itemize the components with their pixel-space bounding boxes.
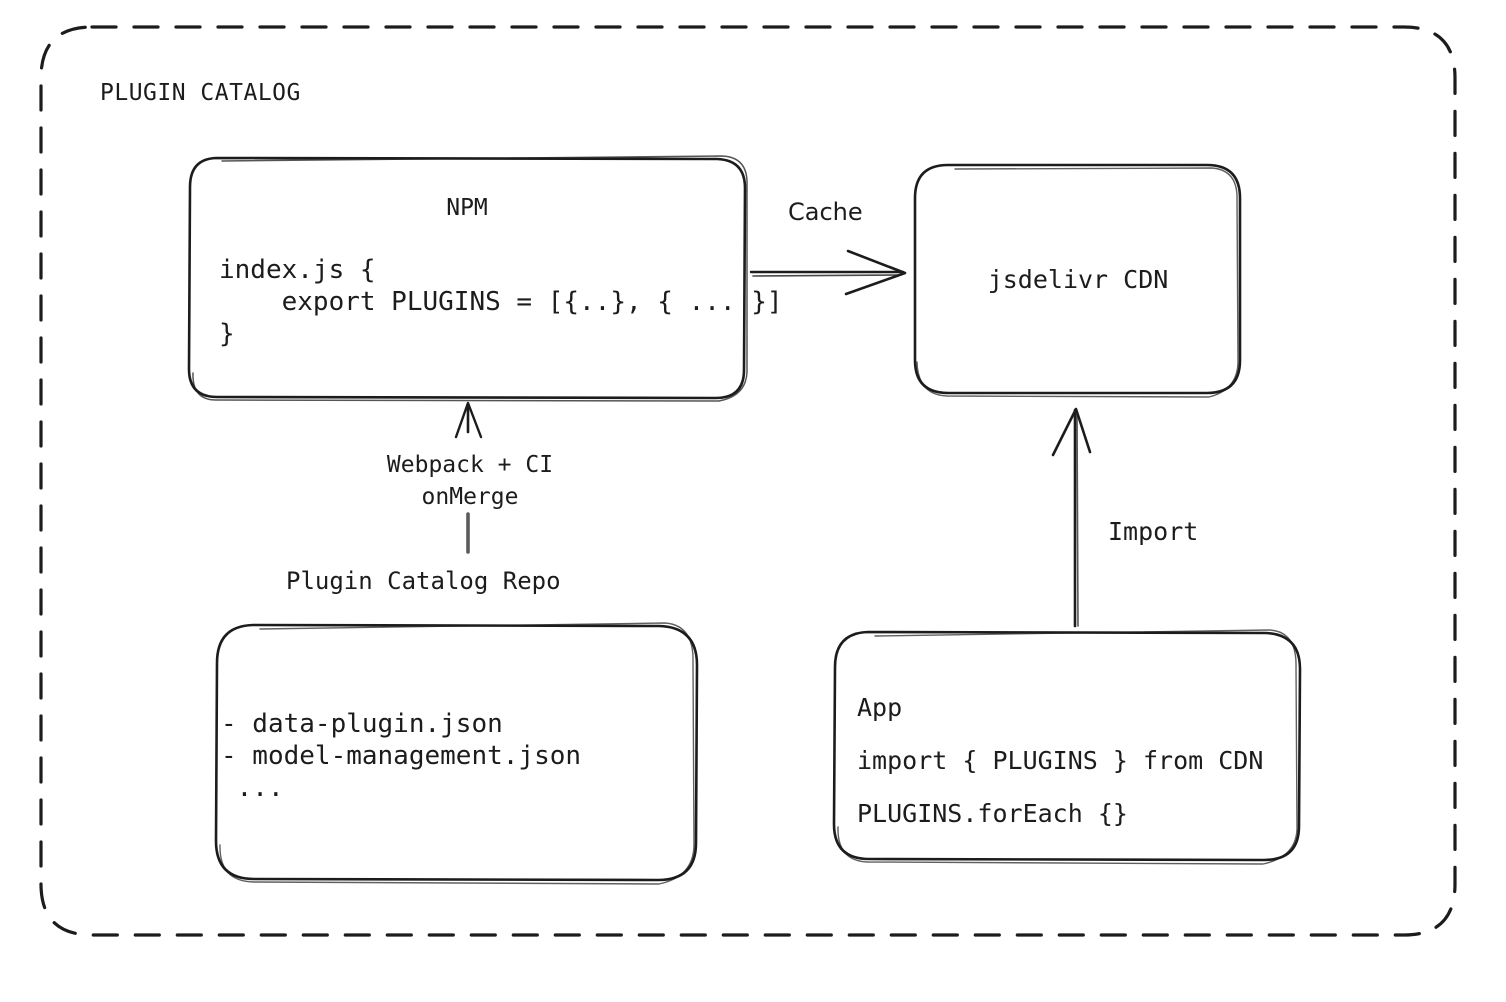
import-edge-label: Import: [1108, 517, 1199, 546]
app-box-line-1: App: [857, 693, 903, 722]
app-box-outline: [832, 630, 1302, 862]
npm-box-outline: [187, 156, 747, 400]
cdn-box-outline: [913, 163, 1242, 395]
cdn-box-title: jsdelivr CDN: [987, 265, 1169, 294]
repo-box-caption: Plugin Catalog Repo: [286, 567, 561, 595]
webpack-edge-label: Webpack + CI onMerge: [386, 452, 554, 510]
app-box-line-2: import { PLUGINS } from CDN: [857, 746, 1264, 775]
app-box-line-3: PLUGINS.forEach {}: [857, 799, 1128, 828]
cache-arrow-head: [844, 249, 907, 296]
cache-arrow-line-sketch: [752, 274, 902, 277]
app-box-outline-sketch: [837, 629, 1298, 865]
npm-box-code: index.js { export PLUGINS = [{..}, { ...…: [219, 255, 783, 349]
npm-box-title: NPM: [446, 195, 488, 221]
group-container-border: [39, 25, 1457, 937]
repo-box-outline-sketch: [219, 622, 695, 885]
import-arrow-shaft-sketch: [1076, 411, 1079, 627]
webpack-arrow-head: [454, 401, 483, 439]
cdn-box-outline-sketch: [916, 167, 1239, 398]
cache-edge-label: Cache: [788, 198, 863, 226]
group-title: PLUGIN CATALOG: [100, 80, 301, 106]
app-box-body: App import { PLUGINS } from CDN PLUGINS.…: [857, 681, 1263, 840]
import-arrow-head: [1051, 407, 1092, 457]
repo-box-outline: [214, 623, 699, 882]
npm-box-outline-sketch: [192, 155, 748, 402]
repo-box-code: - data-plugin.json - model-management.js…: [221, 709, 582, 803]
